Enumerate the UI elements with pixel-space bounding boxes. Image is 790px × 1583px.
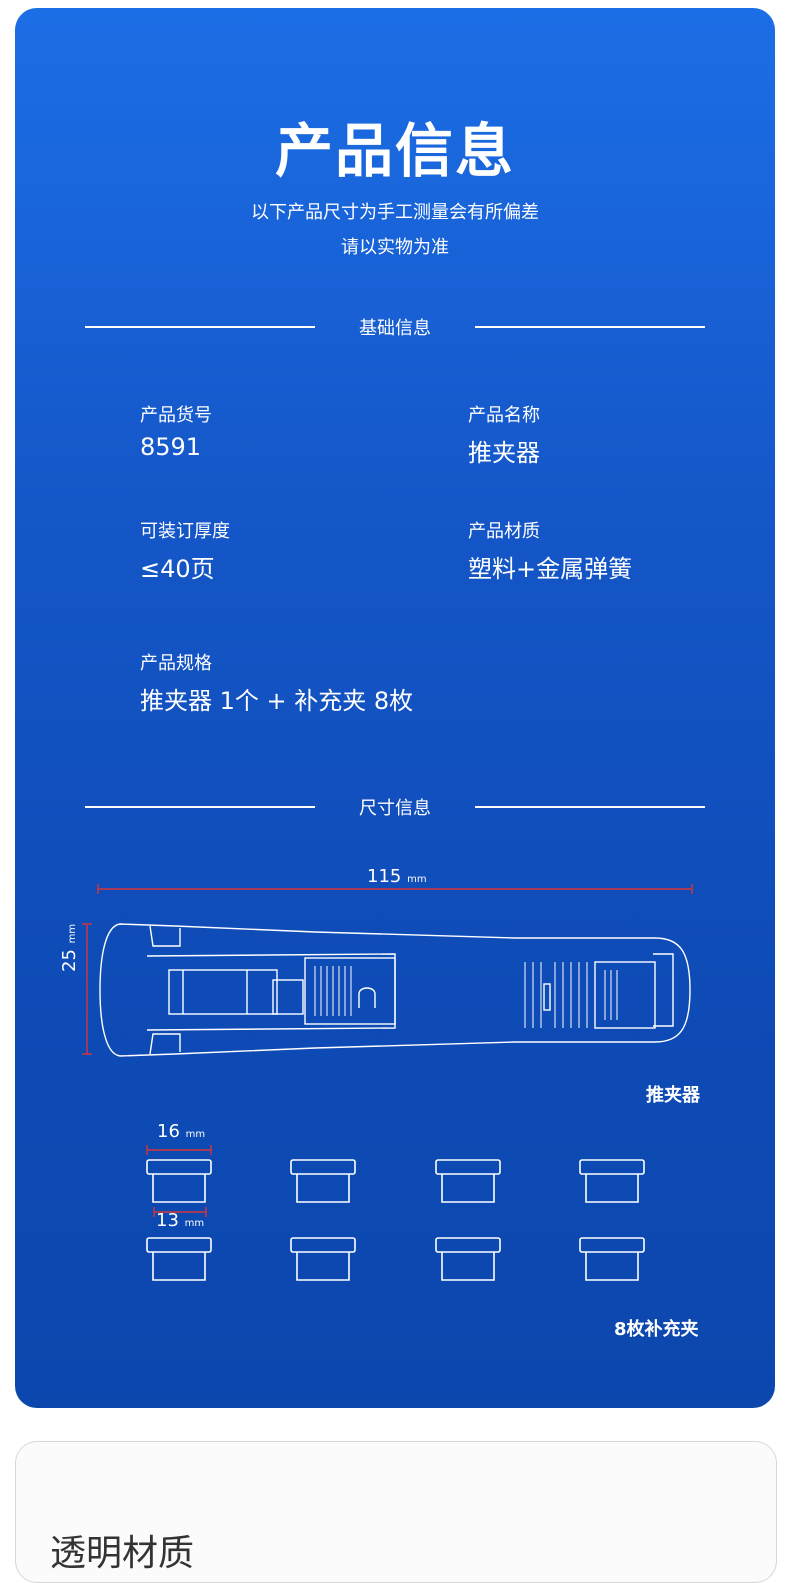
clip-inner-dimension-line — [153, 1207, 207, 1217]
height-label: 25 mm — [59, 912, 80, 972]
height-value: 25 — [59, 949, 80, 972]
clips-caption: 8枚补充夹 — [614, 1319, 699, 1340]
page-title: 产品信息 — [274, 117, 515, 185]
subtitle-line-1: 以下产品尺寸为手工测量会有所偏差 — [251, 202, 539, 223]
info-item-spec: 产品规格 推夹器 1个 + 补充夹 8枚 — [140, 649, 413, 716]
divider-right — [475, 806, 705, 808]
clip-icon — [435, 1159, 501, 1203]
divider-left — [85, 326, 315, 328]
length-label: 115 mm — [367, 866, 427, 887]
material-card: 透明材质 — [15, 1441, 777, 1583]
height-dimension-line — [82, 923, 92, 1055]
length-dimension-line — [97, 884, 693, 894]
clip-width-dimension-line — [146, 1145, 212, 1155]
product-info-card: 产品信息 以下产品尺寸为手工测量会有所偏差 请以实物为准 基础信息 产品货号 8… — [15, 8, 775, 1408]
subtitle-line-2: 请以实物为准 — [341, 237, 449, 258]
pusher-outline-icon — [99, 923, 691, 1057]
clip-inner-unit: mm — [184, 1218, 205, 1229]
height-unit: mm — [67, 923, 78, 944]
info-label: 产品名称 — [468, 405, 540, 426]
info-value: 推夹器 — [468, 439, 540, 467]
refill-clips-drawing — [146, 1159, 645, 1281]
clip-inner-value: 13 — [156, 1210, 179, 1231]
clip-icon — [146, 1237, 212, 1281]
divider-left — [85, 806, 315, 808]
info-value: ≤40页 — [140, 555, 215, 583]
length-unit: mm — [407, 874, 427, 885]
info-label: 产品材质 — [468, 521, 540, 542]
clip-icon — [290, 1237, 356, 1281]
clip-icon — [146, 1159, 212, 1203]
material-heading: 透明材质 — [50, 1533, 195, 1574]
pusher-caption: 推夹器 — [646, 1085, 700, 1106]
info-item-name: 产品名称 推夹器 — [468, 401, 540, 468]
clip-icon — [579, 1159, 645, 1203]
info-value: 塑料+金属弹簧 — [468, 555, 633, 583]
basic-info-header: 基础信息 — [85, 310, 705, 340]
info-label: 可装订厚度 — [140, 521, 230, 542]
size-info-header: 尺寸信息 — [85, 790, 705, 820]
size-info-heading: 尺寸信息 — [359, 798, 431, 819]
info-value: 推夹器 1个 + 补充夹 8枚 — [140, 687, 414, 715]
info-item-code: 产品货号 8591 — [140, 401, 212, 461]
info-item-material: 产品材质 塑料+金属弹簧 — [468, 517, 632, 584]
clip-width-value: 16 — [157, 1121, 180, 1142]
clip-width-unit: mm — [185, 1129, 206, 1140]
clip-icon — [435, 1237, 501, 1281]
clip-inner-label: 13 mm — [156, 1210, 204, 1231]
divider-right — [475, 326, 705, 328]
clip-icon — [579, 1237, 645, 1281]
info-item-thickness: 可装订厚度 ≤40页 — [140, 517, 230, 584]
info-label: 产品货号 — [140, 405, 212, 426]
clip-width-label: 16 mm — [157, 1121, 205, 1142]
info-value: 8591 — [140, 433, 202, 461]
length-value: 115 — [367, 866, 402, 887]
info-label: 产品规格 — [140, 653, 212, 674]
basic-info-heading: 基础信息 — [359, 318, 431, 339]
clip-icon — [290, 1159, 356, 1203]
